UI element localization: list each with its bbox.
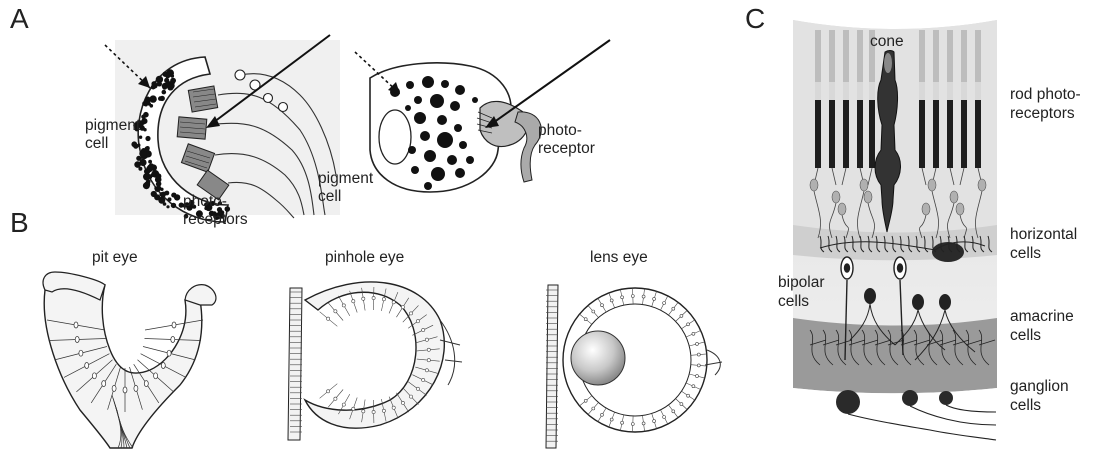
panel-b-pinhole-eye <box>288 282 462 440</box>
panel-b-lens-eye <box>546 285 722 448</box>
panel-c-retina <box>793 20 997 440</box>
panel-letter-a: A <box>10 3 29 35</box>
panel-letter-b: B <box>10 207 29 239</box>
label-pigment-cell-right: pigment cell <box>318 170 384 206</box>
label-cone: cone <box>870 33 904 51</box>
title-lens-eye: lens eye <box>590 249 648 267</box>
label-amacrine-cells: amacrine cells <box>1010 307 1096 345</box>
label-pigment-cell-left: pigment cell <box>85 117 145 153</box>
label-horizontal-cells: horizontal cells <box>1010 225 1096 263</box>
panel-letter-c: C <box>745 3 765 35</box>
panel-a-right-pigment-cell <box>355 40 610 192</box>
title-pit-eye: pit eye <box>92 249 138 267</box>
label-rod-photoreceptors: rod photo-receptors <box>1010 85 1096 123</box>
panel-b-pit-eye <box>43 272 216 448</box>
title-pinhole-eye: pinhole eye <box>325 249 404 267</box>
label-bipolar-cells: bipolar cells <box>778 273 838 311</box>
label-ganglion-cells: ganglion cells <box>1010 377 1096 415</box>
label-photoreceptor: photo-receptor <box>538 122 608 158</box>
label-photoreceptors: photo-receptors <box>183 193 273 229</box>
